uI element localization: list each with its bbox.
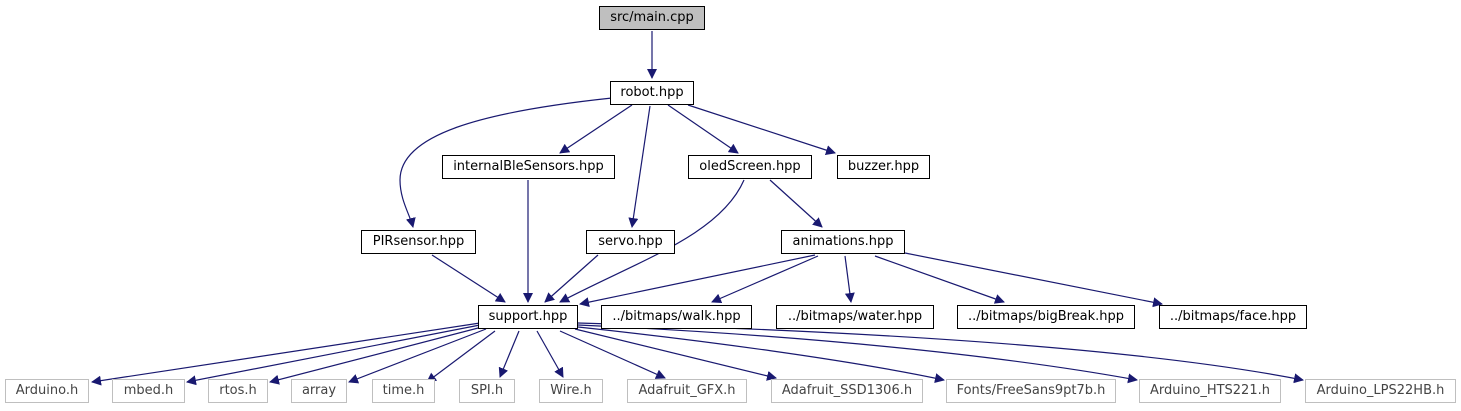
edge-support-rtos: [269, 326, 483, 385]
node-oledscreen-hpp[interactable]: oledScreen.hpp: [688, 155, 812, 179]
edge-support-ssd1306: [574, 328, 777, 381]
edge-support-array: [348, 328, 487, 384]
node-water-hpp[interactable]: ../bitmaps/water.hpp: [776, 305, 934, 329]
node-adafruit-ssd1306-h: Adafruit_SSD1306.h: [771, 379, 923, 403]
edge-support-gfx: [559, 330, 666, 379]
node-main-cpp: src/main.cpp: [599, 6, 705, 30]
edge-animations-bigbreak: [874, 255, 1005, 304]
edge-animations-support: [579, 254, 816, 308]
edge-robot-internalble: [559, 104, 633, 154]
edge-animations-water: [844, 255, 855, 303]
edge-robot-oled: [667, 104, 739, 154]
edge-support-time: [426, 330, 496, 383]
node-arduino-h: Arduino.h: [5, 379, 89, 403]
edge-support-wire: [536, 330, 564, 378]
edge-robot-servo: [628, 105, 651, 228]
node-freesans9pt7b-h: Fonts/FreeSans9pt7b.h: [946, 379, 1116, 403]
edge-pir-support: [431, 254, 506, 303]
node-buzzer-hpp[interactable]: buzzer.hpp: [837, 155, 930, 179]
node-mbed-h: mbed.h: [112, 379, 185, 403]
node-wire-h: Wire.h: [539, 379, 603, 403]
node-walk-hpp[interactable]: ../bitmaps/walk.hpp: [601, 305, 752, 329]
edge-support-spi: [498, 330, 520, 378]
node-bigbreak-hpp[interactable]: ../bitmaps/bigBreak.hpp: [957, 305, 1135, 329]
node-rtos-h: rtos.h: [208, 379, 268, 403]
node-adafruit-gfx-h: Adafruit_GFX.h: [627, 379, 747, 403]
edge-servo-support: [544, 254, 599, 303]
edge-robot-pir: [399, 97, 613, 228]
node-robot-hpp[interactable]: robot.hpp: [610, 81, 694, 105]
node-spi-h: SPI.h: [459, 379, 515, 403]
node-arduino-lps22hb-h: Arduino_LPS22HB.h: [1305, 379, 1456, 403]
node-time-h: time.h: [372, 379, 435, 403]
edge-oled-animations: [769, 179, 823, 228]
node-pirsensor-hpp[interactable]: PIRsensor.hpp: [361, 230, 476, 254]
node-array: array: [291, 379, 347, 403]
edge-support-mbed: [186, 324, 481, 386]
node-animations-hpp[interactable]: animations.hpp: [781, 230, 905, 254]
edge-robot-buzzer: [687, 104, 836, 155]
node-face-hpp[interactable]: ../bitmaps/face.hpp: [1159, 305, 1307, 329]
node-internalblesensors-hpp[interactable]: internalBleSensors.hpp: [442, 155, 615, 179]
node-arduino-hts221-h: Arduino_HTS221.h: [1139, 379, 1281, 403]
edge-support-freesans: [577, 326, 945, 384]
edge-support-hts221: [577, 324, 1138, 384]
edge-support-lps22hb: [577, 322, 1304, 384]
edge-animations-walk: [711, 255, 819, 304]
edge-animations-face: [904, 252, 1163, 308]
node-servo-hpp[interactable]: servo.hpp: [586, 230, 675, 254]
edge-support-arduino: [91, 322, 481, 386]
node-support-hpp[interactable]: support.hpp: [478, 305, 578, 329]
